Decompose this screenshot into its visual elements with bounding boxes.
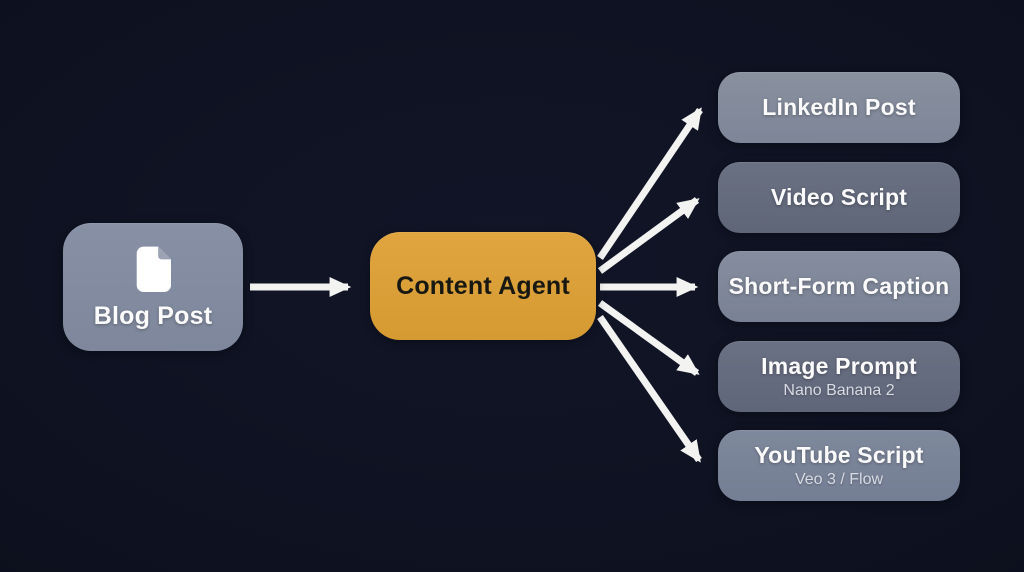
node-image-prompt-label: Image Prompt [761, 352, 917, 379]
node-video-script-label: Video Script [770, 184, 908, 211]
arrow-agent-to-image [597, 300, 700, 376]
node-linkedin-post[interactable]: LinkedIn Post [718, 72, 960, 143]
arrow-agent-to-linkedin [597, 107, 703, 260]
node-image-prompt[interactable]: Image Prompt Nano Banana 2 [718, 341, 960, 412]
node-youtube-script-subtitle: Veo 3 / Flow [794, 471, 884, 489]
arrow-agent-to-youtube [597, 315, 702, 463]
node-video-script[interactable]: Video Script [718, 162, 960, 233]
node-short-form-caption-label: Short-Form Caption [728, 273, 950, 300]
node-image-prompt-subtitle: Nano Banana 2 [783, 382, 895, 400]
arrow-agent-to-video [597, 197, 700, 274]
node-content-agent-label: Content Agent [396, 271, 570, 300]
node-youtube-script[interactable]: YouTube Script Veo 3 / Flow [718, 430, 960, 501]
node-short-form-caption[interactable]: Short-Form Caption [718, 251, 960, 322]
node-blog-post[interactable]: Blog Post [63, 223, 243, 351]
node-blog-post-label: Blog Post [93, 301, 213, 330]
document-icon [136, 246, 171, 292]
node-linkedin-post-label: LinkedIn Post [762, 94, 916, 121]
node-content-agent[interactable]: Content Agent [370, 232, 596, 340]
node-youtube-script-label: YouTube Script [754, 441, 924, 468]
